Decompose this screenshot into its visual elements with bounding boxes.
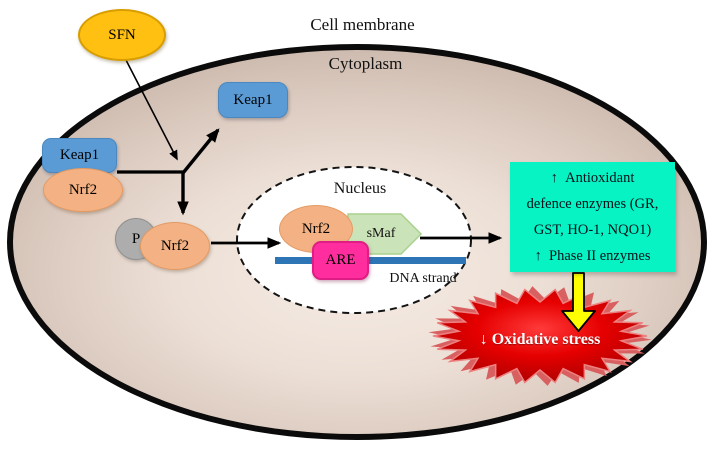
oxidative-stress-label: ↓ Oxidative stress [479, 331, 601, 348]
sfn-node: SFN [78, 9, 166, 61]
outcome-line-1: ↑ Antioxidant [550, 170, 635, 186]
dna-strand-bar [275, 257, 466, 264]
cytoplasm-label: Cytoplasm [328, 54, 403, 73]
keap1-bound-label: Keap1 [59, 147, 100, 163]
are-label: ARE [325, 252, 356, 268]
phosphate-label: P [131, 230, 141, 247]
cell-membrane-label: Cell membrane [310, 15, 415, 34]
result-yellow-arrow [561, 272, 596, 332]
sfn-label: SFN [108, 26, 136, 43]
outcome-line-4: ↑ Phase II enzymes [534, 248, 651, 264]
nrf2-bound-label: Nrf2 [68, 181, 98, 198]
nrf2-nuclear-label: Nrf2 [301, 220, 331, 237]
keap1-released-label: Keap1 [233, 91, 273, 108]
keap1-released-node: Keap1 [218, 82, 288, 118]
nrf2-phosphorylated-node: Nrf2 [140, 222, 210, 270]
keap1-bound-node: Keap1 [42, 138, 117, 173]
keap1-release-arrow [181, 128, 220, 175]
outcome-line-3: GST, HO-1, NQO1) [533, 222, 652, 238]
dna-strand-label: DNA strand [389, 271, 457, 286]
outcome-line-2: defence enzymes (GR, [526, 196, 659, 212]
smaf-label: sMaf [366, 226, 396, 241]
enzyme-outcome-box: ↑ Antioxidant defence enzymes (GR, GST, … [510, 162, 675, 272]
nucleus-label: Nucleus [333, 180, 387, 197]
sfn-action-arrow [125, 59, 178, 161]
are-node: ARE [312, 241, 369, 280]
nrf2-phosphorylated-label: Nrf2 [160, 237, 190, 254]
nrf2-bound-node: Nrf2 [43, 168, 123, 212]
